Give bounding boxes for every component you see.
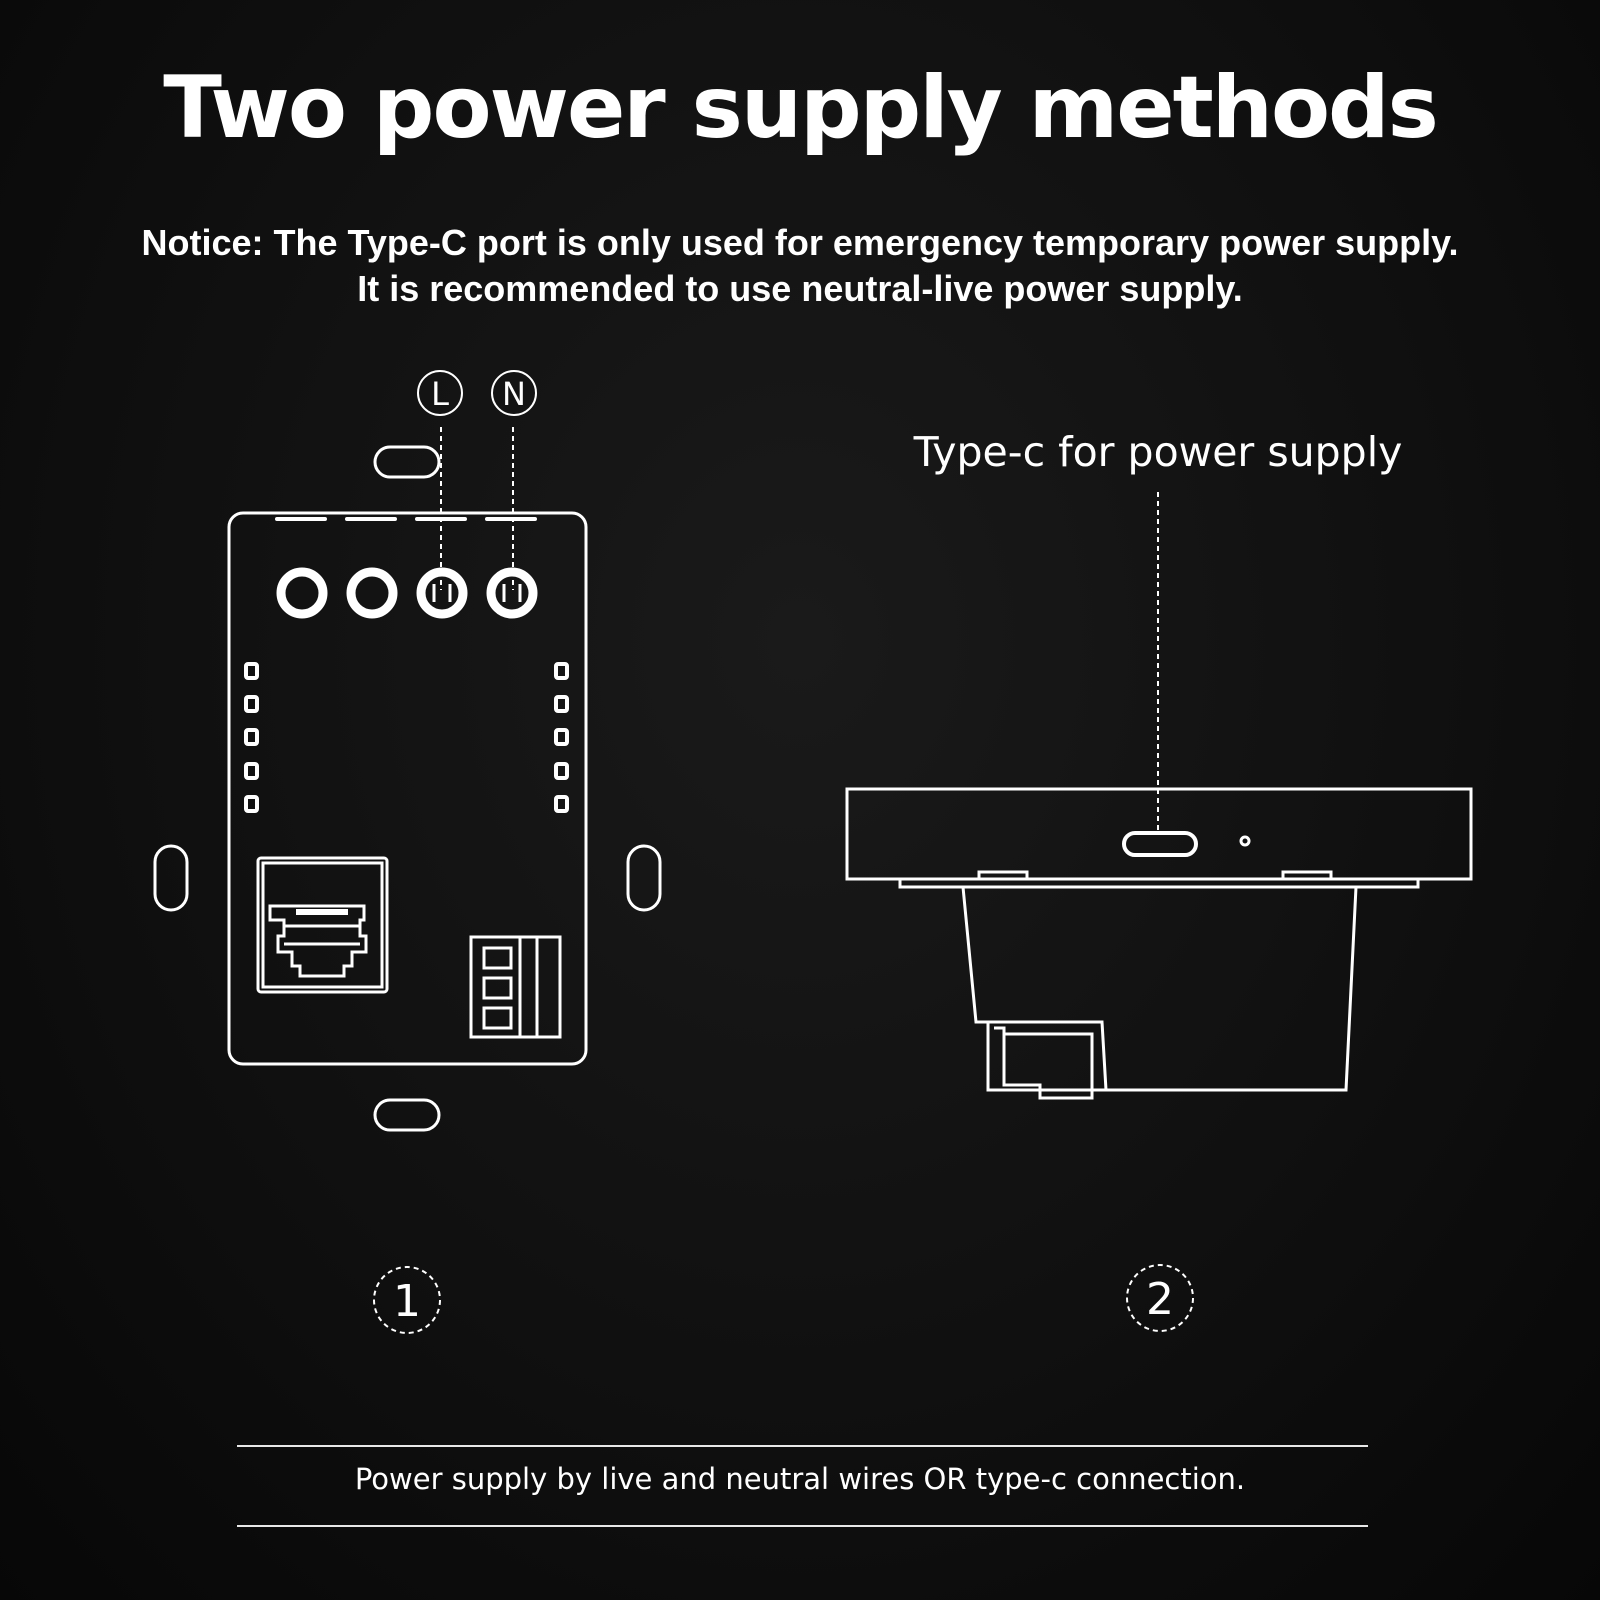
notice-line-2: It is recommended to use neutral-live po… — [357, 268, 1243, 309]
typec-label: Type-c for power supply — [913, 428, 1403, 476]
method-1-number: 1 — [393, 1276, 421, 1327]
method-2-badge: 2 — [1126, 1264, 1194, 1332]
side-connector — [988, 1020, 1108, 1100]
switch-side-view — [845, 787, 1473, 1100]
footer-divider-top — [237, 1445, 1368, 1447]
page-title: Two power supply methods — [163, 58, 1439, 158]
clip-left — [977, 870, 1029, 881]
mount-slot-left — [153, 844, 189, 912]
terminal-block — [469, 935, 562, 1039]
notice-text: Notice: The Type-C port is only used for… — [40, 220, 1560, 312]
notice-line-1: Notice: The Type-C port is only used for… — [141, 222, 1459, 263]
method-1-badge: 1 — [373, 1266, 441, 1334]
live-terminal-badge: L — [417, 370, 463, 416]
footer-divider-bottom — [237, 1525, 1368, 1527]
typec-port — [1122, 831, 1198, 857]
neutral-terminal-label: N — [502, 375, 526, 413]
terminal-screws — [276, 567, 538, 619]
network-port — [256, 856, 389, 994]
mount-slot-top — [373, 445, 441, 479]
footer-caption: Power supply by live and neutral wires O… — [354, 1462, 1246, 1496]
neutral-terminal-badge: N — [491, 370, 537, 416]
live-terminal-label: L — [431, 375, 449, 413]
mount-slot-right — [626, 844, 662, 912]
switch-back-view: L N — [153, 370, 662, 1132]
right-pins — [554, 662, 569, 813]
left-pins — [244, 662, 259, 813]
mount-slot-bottom — [373, 1098, 441, 1132]
clip-right — [1281, 870, 1333, 881]
indicator-hole — [1239, 835, 1251, 847]
method-2-number: 2 — [1146, 1274, 1174, 1325]
switch-body — [227, 511, 588, 1066]
back-box — [961, 885, 1358, 1092]
